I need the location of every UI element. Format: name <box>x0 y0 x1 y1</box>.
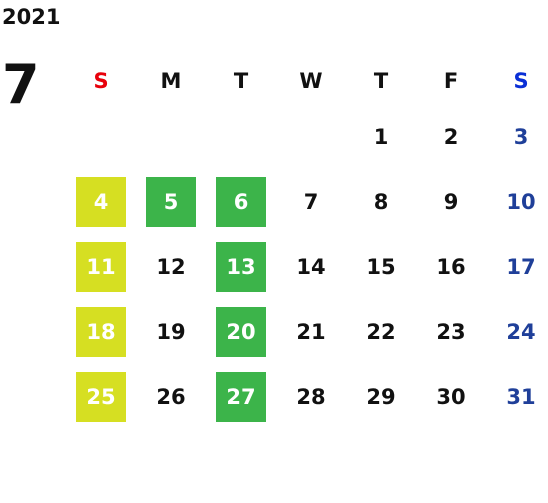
calendar-day[interactable]: 18 <box>76 306 126 357</box>
weekday-header: F <box>443 69 459 93</box>
calendar-cell <box>66 104 136 169</box>
calendar-cell: 12 <box>136 234 206 299</box>
calendar-day[interactable]: 14 <box>296 254 326 279</box>
calendar-day[interactable]: 25 <box>76 371 126 422</box>
weekday-header: M <box>160 69 182 93</box>
calendar-cell: 3 <box>486 104 548 169</box>
calendar-cell: 8 <box>346 169 416 234</box>
calendar-cell: 24 <box>486 299 548 364</box>
calendar-cell: 21 <box>276 299 346 364</box>
year-label: 2021 <box>2 5 61 29</box>
calendar-cell: 30 <box>416 364 486 429</box>
calendar-day[interactable]: 30 <box>436 384 466 409</box>
calendar-cell: 26 <box>136 364 206 429</box>
calendar-cell: 2 <box>416 104 486 169</box>
calendar-cell: 19 <box>136 299 206 364</box>
calendar-day[interactable]: 7 <box>303 189 319 214</box>
calendar-cell: 5 <box>136 169 206 234</box>
calendar-day[interactable]: 8 <box>373 189 389 214</box>
calendar-day[interactable]: 29 <box>366 384 396 409</box>
calendar-day[interactable]: 22 <box>366 319 396 344</box>
calendar-day[interactable]: 23 <box>436 319 466 344</box>
calendar-day[interactable]: 1 <box>373 124 389 149</box>
weekday-header: S <box>513 69 529 93</box>
calendar-day[interactable]: 12 <box>156 254 186 279</box>
calendar-cell: 17 <box>486 234 548 299</box>
calendar-cell: 1 <box>346 104 416 169</box>
calendar-cell: 25 <box>66 364 136 429</box>
calendar-day[interactable]: 13 <box>216 241 266 292</box>
calendar-cell: 16 <box>416 234 486 299</box>
calendar-cell: 6 <box>206 169 276 234</box>
calendar-cell <box>276 104 346 169</box>
calendar-day[interactable]: 26 <box>156 384 186 409</box>
weekday-header: T <box>373 69 389 93</box>
calendar-cell: 31 <box>486 364 548 429</box>
calendar-cell: 20 <box>206 299 276 364</box>
calendar-day[interactable]: 16 <box>436 254 466 279</box>
calendar-cell <box>136 104 206 169</box>
calendar-cell: 4 <box>66 169 136 234</box>
calendar-cell: 13 <box>206 234 276 299</box>
calendar-cell <box>206 104 276 169</box>
calendar-day[interactable]: 19 <box>156 319 186 344</box>
calendar-cell: 10 <box>486 169 548 234</box>
calendar-day[interactable]: 6 <box>216 176 266 227</box>
weekday-header: W <box>299 69 323 93</box>
calendar-day[interactable]: 4 <box>76 176 126 227</box>
weekday-header: T <box>233 69 249 93</box>
calendar-cell: 29 <box>346 364 416 429</box>
month-number: 7 <box>2 53 40 116</box>
calendar-day[interactable]: 10 <box>506 189 536 214</box>
calendar-cell: 18 <box>66 299 136 364</box>
calendar-cell: 9 <box>416 169 486 234</box>
calendar-cell: 11 <box>66 234 136 299</box>
calendar-day[interactable]: 31 <box>506 384 536 409</box>
calendar-cell: 15 <box>346 234 416 299</box>
calendar-day[interactable]: 11 <box>76 241 126 292</box>
calendar-day[interactable]: 2 <box>443 124 459 149</box>
calendar-day[interactable]: 9 <box>443 189 459 214</box>
calendar-day[interactable]: 15 <box>366 254 396 279</box>
calendar-day[interactable]: 24 <box>506 319 536 344</box>
calendar-day[interactable]: 27 <box>216 371 266 422</box>
calendar-cell: 22 <box>346 299 416 364</box>
calendar-cell: 23 <box>416 299 486 364</box>
calendar-day[interactable]: 21 <box>296 319 326 344</box>
calendar-day[interactable]: 20 <box>216 306 266 357</box>
calendar-cell: 27 <box>206 364 276 429</box>
calendar-day[interactable]: 17 <box>506 254 536 279</box>
calendar-day[interactable]: 28 <box>296 384 326 409</box>
calendar-day[interactable]: 3 <box>513 124 529 149</box>
calendar-cell: 7 <box>276 169 346 234</box>
calendar-cell: 14 <box>276 234 346 299</box>
calendar-day[interactable]: 5 <box>146 176 196 227</box>
calendar-cell: 28 <box>276 364 346 429</box>
weekday-header: S <box>93 69 109 93</box>
